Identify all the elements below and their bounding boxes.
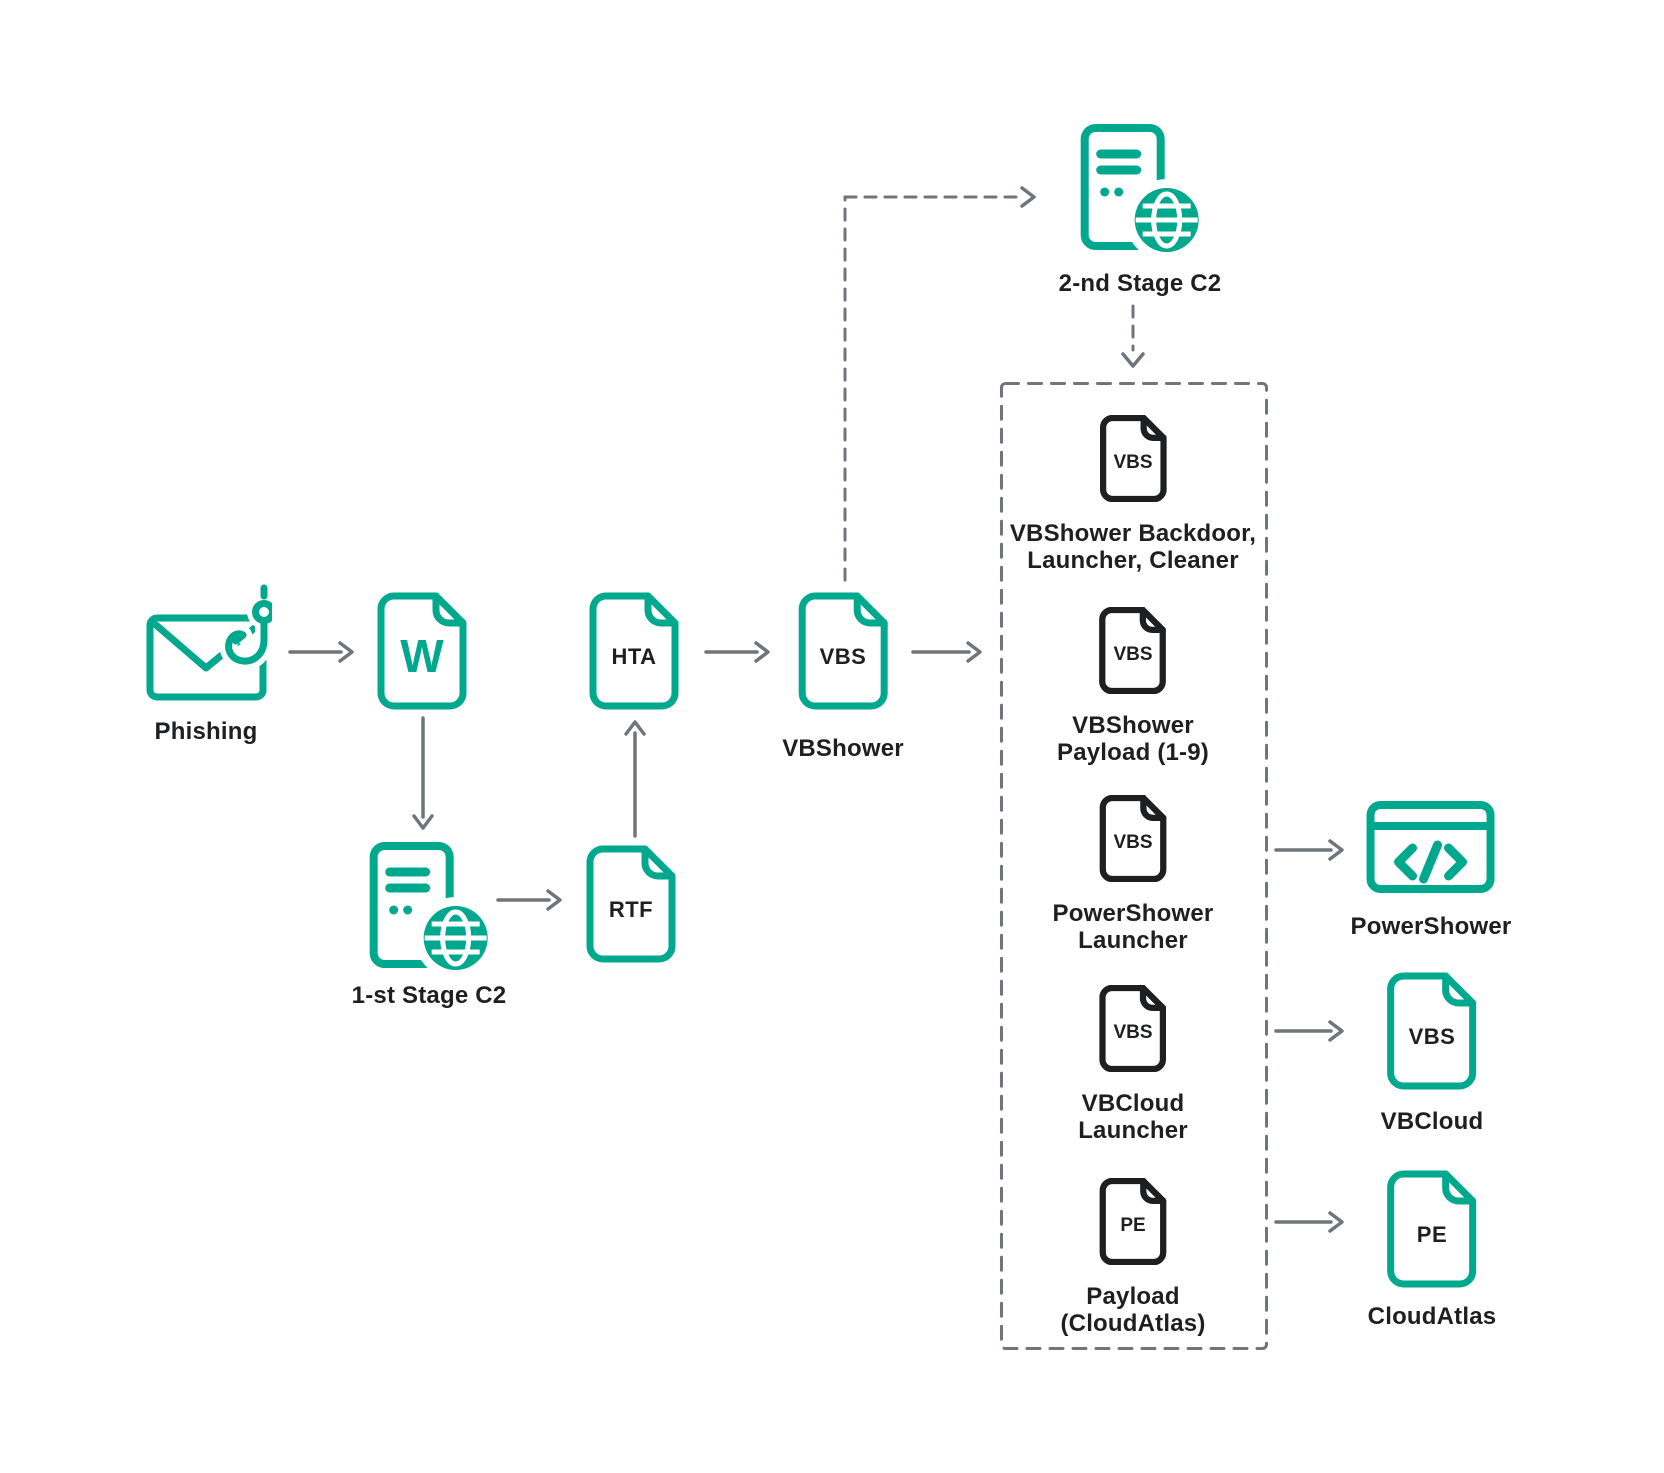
arrow-payload-group-to-powershower [1274,839,1344,861]
node-label: Phishing [154,718,258,745]
node-word-doc: W [377,592,467,710]
arrow-worddoc-to-stage1 [412,716,434,830]
node-vbshower: VBS VBShower [782,592,904,762]
server-globe-icon [366,840,497,979]
code-window-icon [1366,801,1495,893]
payload-item-vbshower-payload: VBS VBShower Payload (1-9) [1057,606,1209,766]
dashed-arrow-stage2-to-payload-group [1121,304,1145,368]
payload-item-label: VBCloud Launcher [1078,1090,1188,1144]
payload-item-payload-cloudatlas: PE Payload (CloudAtlas) [1060,1177,1206,1337]
file-type-badge: VBS [1113,1022,1153,1043]
vbs-document-icon: VBS [798,592,888,710]
node-hta-doc: HTA [589,592,679,710]
node-rtf-doc: RTF [586,845,676,963]
vbs-document-icon: VBS [1099,794,1167,883]
file-type-badge: HTA [611,644,657,669]
envelope-fishhook-icon [140,581,281,702]
vbs-document-icon: VBS [1099,606,1167,695]
file-type-badge: RTF [608,897,654,922]
dashed-arrow-vbshower-to-stage2 [843,186,1036,582]
payload-item-label: Payload (CloudAtlas) [1060,1283,1206,1337]
file-type-badge: VBS [1113,452,1153,473]
node-vbcloud: VBS VBCloud [1381,972,1484,1135]
server-globe-icon [1077,122,1208,261]
vbs-document-icon: VBS [1099,984,1167,1073]
arrow-stage1-to-rtf [496,889,562,911]
arrow-phishing-to-worddoc [288,641,354,663]
node-stage2-c2: 2-nd Stage C2 [1059,122,1222,297]
word-document-icon: W [377,592,467,710]
payload-item-label: VBShower Payload (1-9) [1057,712,1209,766]
payload-item-label: VBShower Backdoor, Launcher, Cleaner [1009,520,1257,574]
hta-document-icon: HTA [589,592,679,710]
arrow-vbshower-to-payload-group [911,641,982,663]
node-label: VBCloud [1380,1108,1484,1135]
node-stage1-c2: 1-st Stage C2 [352,840,507,1009]
file-type-badge: VBS [1113,832,1153,853]
pe-document-icon: PE [1099,1177,1167,1266]
arrow-hta-to-vbshower [704,641,770,663]
globe-icon [1134,188,1199,252]
file-type-badge: VBS [1408,1024,1456,1049]
file-type-badge: VBS [819,644,867,669]
node-powershower: PowerShower [1351,801,1512,940]
vbs-document-icon: VBS [1099,414,1167,503]
pe-document-icon: PE [1387,1170,1477,1288]
payload-item-vbshower-backdoor: VBS VBShower Backdoor, Launcher, Cleaner [1009,414,1257,574]
node-label: CloudAtlas [1367,1303,1497,1330]
node-label: 2-nd Stage C2 [1058,270,1222,297]
node-label: 1-st Stage C2 [351,982,507,1009]
arrow-payload-group-to-cloudatlas [1274,1211,1344,1233]
file-type-badge: VBS [1113,644,1153,665]
payload-item-label: PowerShower Launcher [1052,900,1214,954]
node-cloudatlas: PE CloudAtlas [1368,1170,1497,1330]
payload-item-vbcloud-launcher: VBS VBCloud Launcher [1078,984,1188,1144]
vbs-document-icon: VBS [1387,972,1477,1090]
payload-item-powershower-launcher: VBS PowerShower Launcher [1052,794,1214,954]
node-label: PowerShower [1350,913,1512,940]
arrow-payload-group-to-vbcloud [1274,1020,1344,1042]
node-phishing: Phishing [140,581,281,745]
file-type-badge: W [400,630,444,682]
file-type-badge: PE [1416,1222,1448,1247]
globe-icon [424,906,488,970]
node-label: VBShower [782,735,904,762]
rtf-document-icon: RTF [586,845,676,963]
arrow-rtf-to-hta [624,720,646,838]
file-type-badge: PE [1120,1215,1146,1236]
